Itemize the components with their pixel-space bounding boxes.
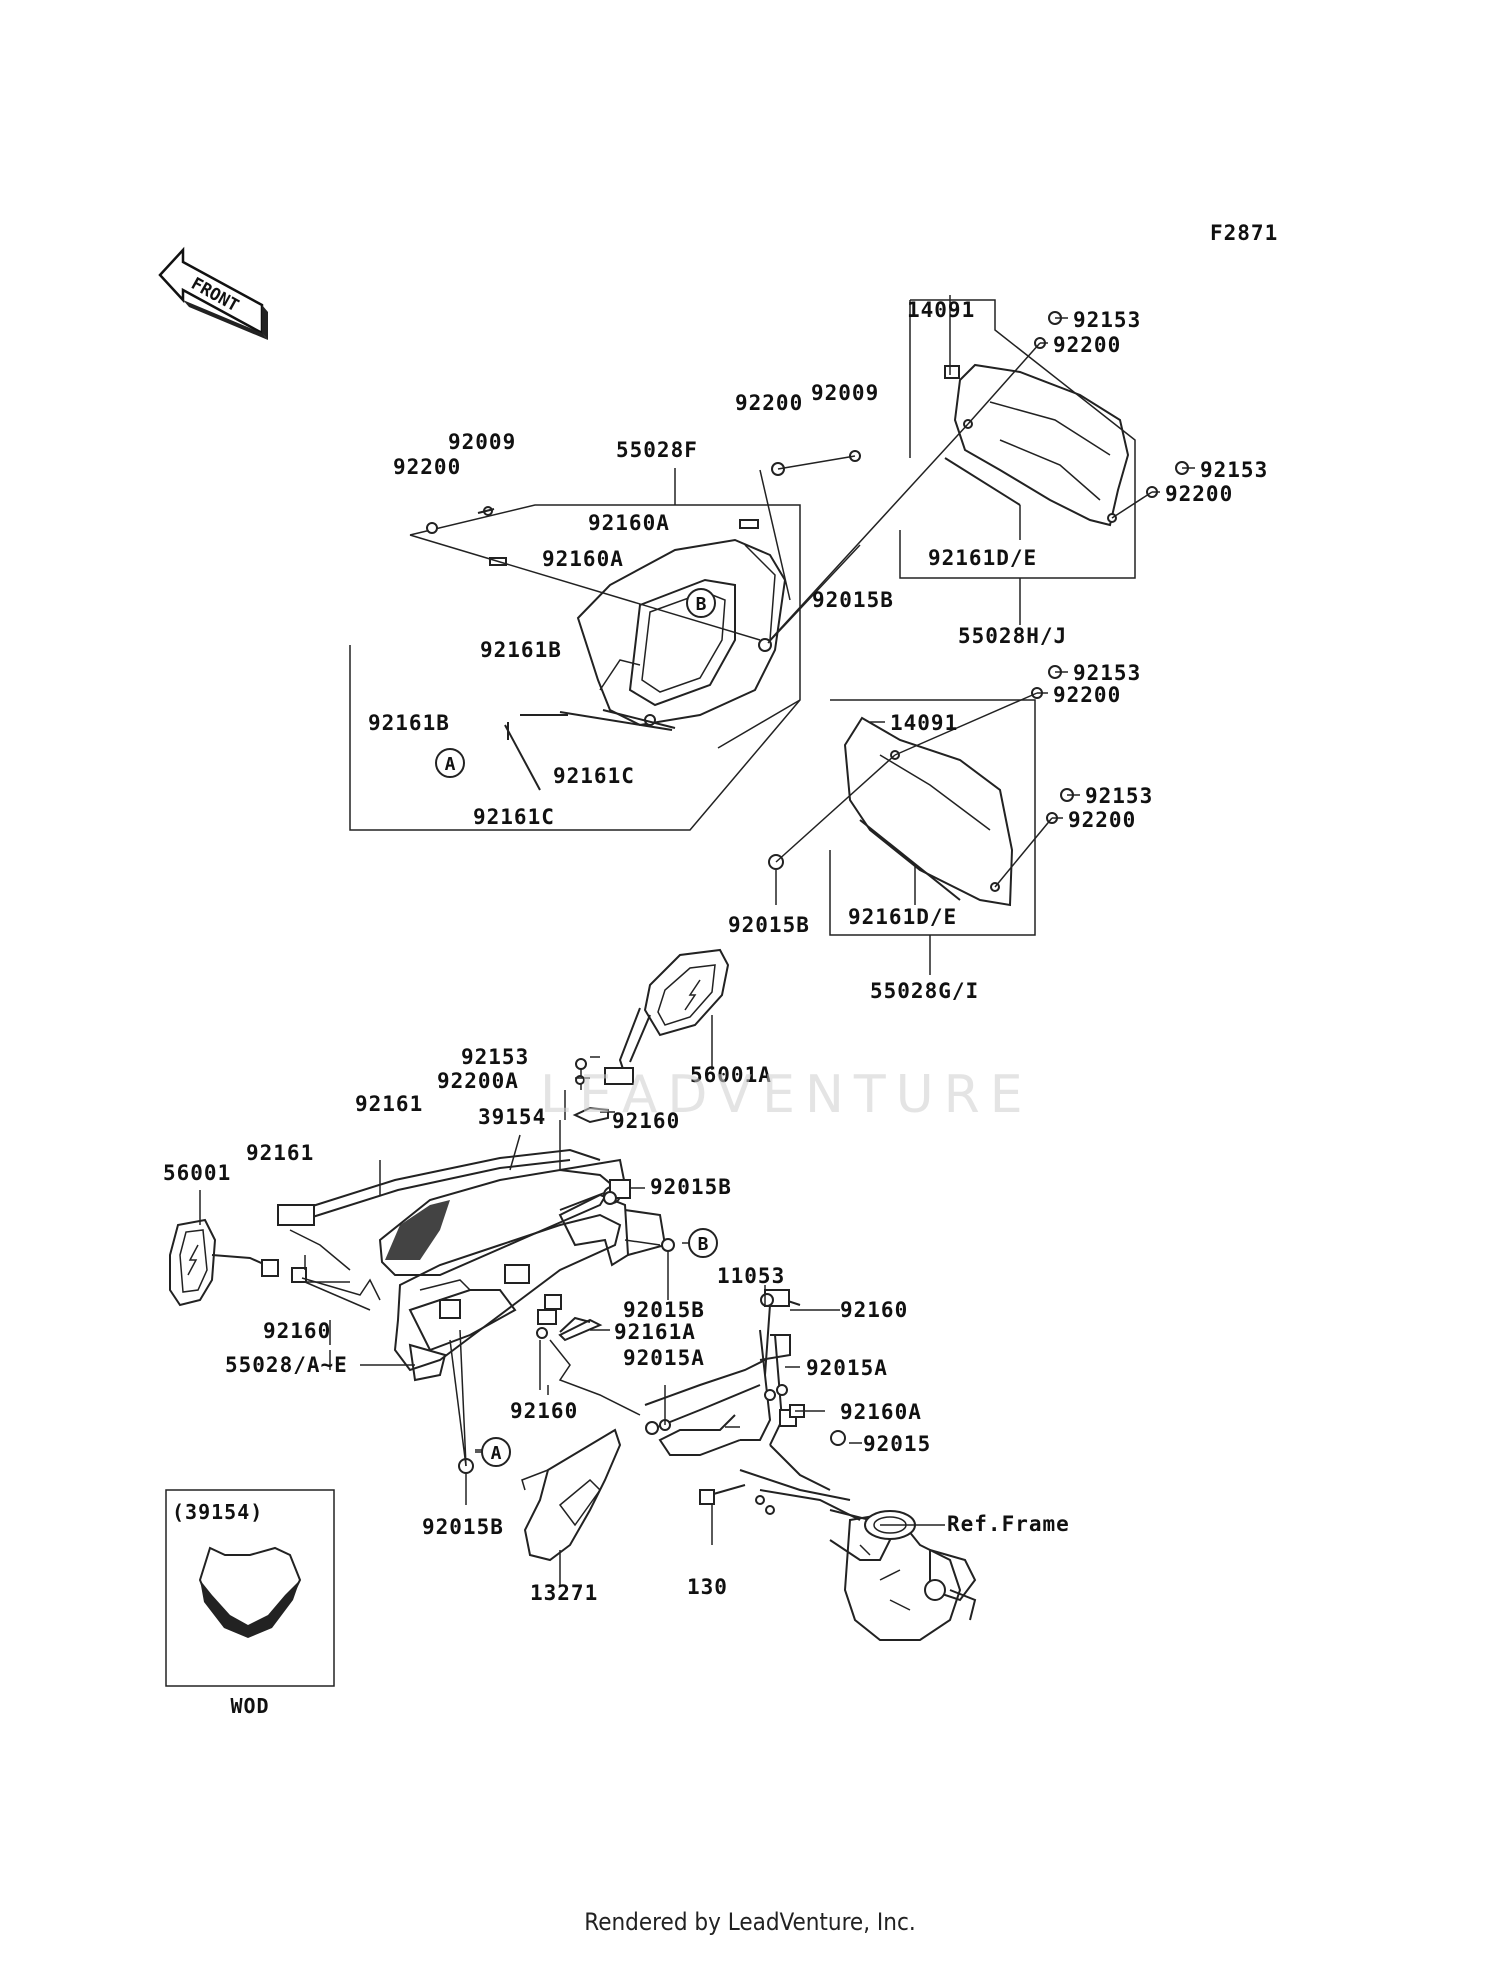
callout-a-lower: A bbox=[481, 1437, 511, 1467]
side-cover-left-group bbox=[768, 665, 1080, 975]
label-92160a-b: 92160A bbox=[542, 547, 624, 571]
label-55028gi: 55028G/I bbox=[870, 979, 979, 1003]
figure-code: F2871 bbox=[1210, 221, 1278, 245]
label-92160-c: 92160 bbox=[840, 1298, 908, 1322]
bracket-13271 bbox=[521, 1428, 622, 1585]
label-92161de-b: 92161D/E bbox=[848, 905, 957, 929]
label-130: 130 bbox=[687, 1575, 728, 1599]
label-92153-a: 92153 bbox=[1073, 308, 1141, 332]
label-92153-c: 92153 bbox=[1073, 661, 1141, 685]
label-92161-b: 92161 bbox=[246, 1141, 314, 1165]
svg-text:B: B bbox=[696, 594, 707, 615]
label-92160-a: 92160 bbox=[612, 1109, 680, 1133]
label-92200-e: 92200 bbox=[1053, 683, 1121, 707]
inset-39154: (39154) WOD bbox=[165, 1489, 335, 1718]
label-92009-a: 92009 bbox=[448, 430, 516, 454]
label-92200-b: 92200 bbox=[735, 391, 803, 415]
footer-credit: Rendered by LeadVenture, Inc. bbox=[584, 1908, 916, 1936]
label-92161b-a: 92161B bbox=[480, 638, 562, 662]
label-92153-b: 92153 bbox=[1200, 458, 1268, 482]
part-labels: 92009 92200 55028F 92160A 92160A 92200 9… bbox=[163, 298, 1268, 1605]
label-92160a-c: 92160A bbox=[840, 1400, 922, 1424]
label-55028f: 55028F bbox=[616, 438, 698, 462]
upper-cowl bbox=[277, 1148, 667, 1382]
label-92160-b: 92160 bbox=[263, 1319, 331, 1343]
label-92161c-b: 92161C bbox=[473, 805, 555, 829]
label-14091-b: 14091 bbox=[890, 711, 958, 735]
steering-head-frame bbox=[699, 1430, 977, 1641]
label-56001a: 56001A bbox=[690, 1063, 772, 1087]
front-arrow-icon: FRONT bbox=[158, 246, 268, 340]
label-92015b-e: 92015B bbox=[422, 1515, 504, 1539]
label-92200-a: 92200 bbox=[393, 455, 461, 479]
label-92153-d: 92153 bbox=[1085, 784, 1153, 808]
mirror-right bbox=[604, 948, 730, 1085]
label-14091-a: 14091 bbox=[907, 298, 975, 322]
label-92015a-b: 92015A bbox=[806, 1356, 888, 1380]
inset-caption: WOD bbox=[230, 1694, 269, 1718]
label-56001: 56001 bbox=[163, 1161, 231, 1185]
side-cover-right-group bbox=[769, 295, 1195, 641]
label-92200-c: 92200 bbox=[1053, 333, 1121, 357]
label-92161b-b: 92161B bbox=[368, 711, 450, 735]
inset-title: (39154) bbox=[172, 1500, 263, 1524]
label-92161a: 92161A bbox=[614, 1320, 696, 1344]
callout-b-upper: B bbox=[686, 588, 716, 618]
label-92153-e: 92153 bbox=[461, 1045, 529, 1069]
label-92200-d: 92200 bbox=[1165, 482, 1233, 506]
label-92161c-a: 92161C bbox=[553, 764, 635, 788]
label-92200a: 92200A bbox=[437, 1069, 519, 1093]
label-55028hj: 55028H/J bbox=[958, 624, 1067, 648]
svg-text:A: A bbox=[491, 1443, 502, 1464]
svg-text:A: A bbox=[445, 754, 456, 775]
label-92015: 92015 bbox=[863, 1432, 931, 1456]
label-92200-f: 92200 bbox=[1068, 808, 1136, 832]
label-92161de-a: 92161D/E bbox=[928, 546, 1037, 570]
callout-b-lower: B bbox=[688, 1228, 718, 1258]
label-92015b-c: 92015B bbox=[650, 1175, 732, 1199]
label-92160a-a: 92160A bbox=[588, 511, 670, 535]
label-11053: 11053 bbox=[717, 1264, 785, 1288]
label-55028-a-e: 55028/A~E bbox=[225, 1353, 348, 1377]
label-13271: 13271 bbox=[530, 1581, 598, 1605]
lower-fasteners bbox=[300, 1056, 945, 1526]
callout-a-upper: A bbox=[435, 748, 465, 778]
label-92015b-b: 92015B bbox=[728, 913, 810, 937]
label-92015a-a: 92015A bbox=[623, 1346, 705, 1370]
label-ref-frame: Ref.Frame bbox=[947, 1512, 1070, 1536]
label-92161-a: 92161 bbox=[355, 1092, 423, 1116]
label-92015b-d: 92015B bbox=[623, 1298, 705, 1322]
strip-92161a bbox=[559, 1316, 591, 1333]
svg-text:B: B bbox=[698, 1234, 709, 1255]
watermark: LEADVENTURE bbox=[540, 1065, 1033, 1125]
label-92015b-a: 92015B bbox=[812, 588, 894, 612]
label-39154: 39154 bbox=[478, 1105, 546, 1129]
meter-cover-group bbox=[349, 450, 861, 831]
label-92009-b: 92009 bbox=[811, 381, 879, 405]
label-92160-d: 92160 bbox=[510, 1399, 578, 1423]
